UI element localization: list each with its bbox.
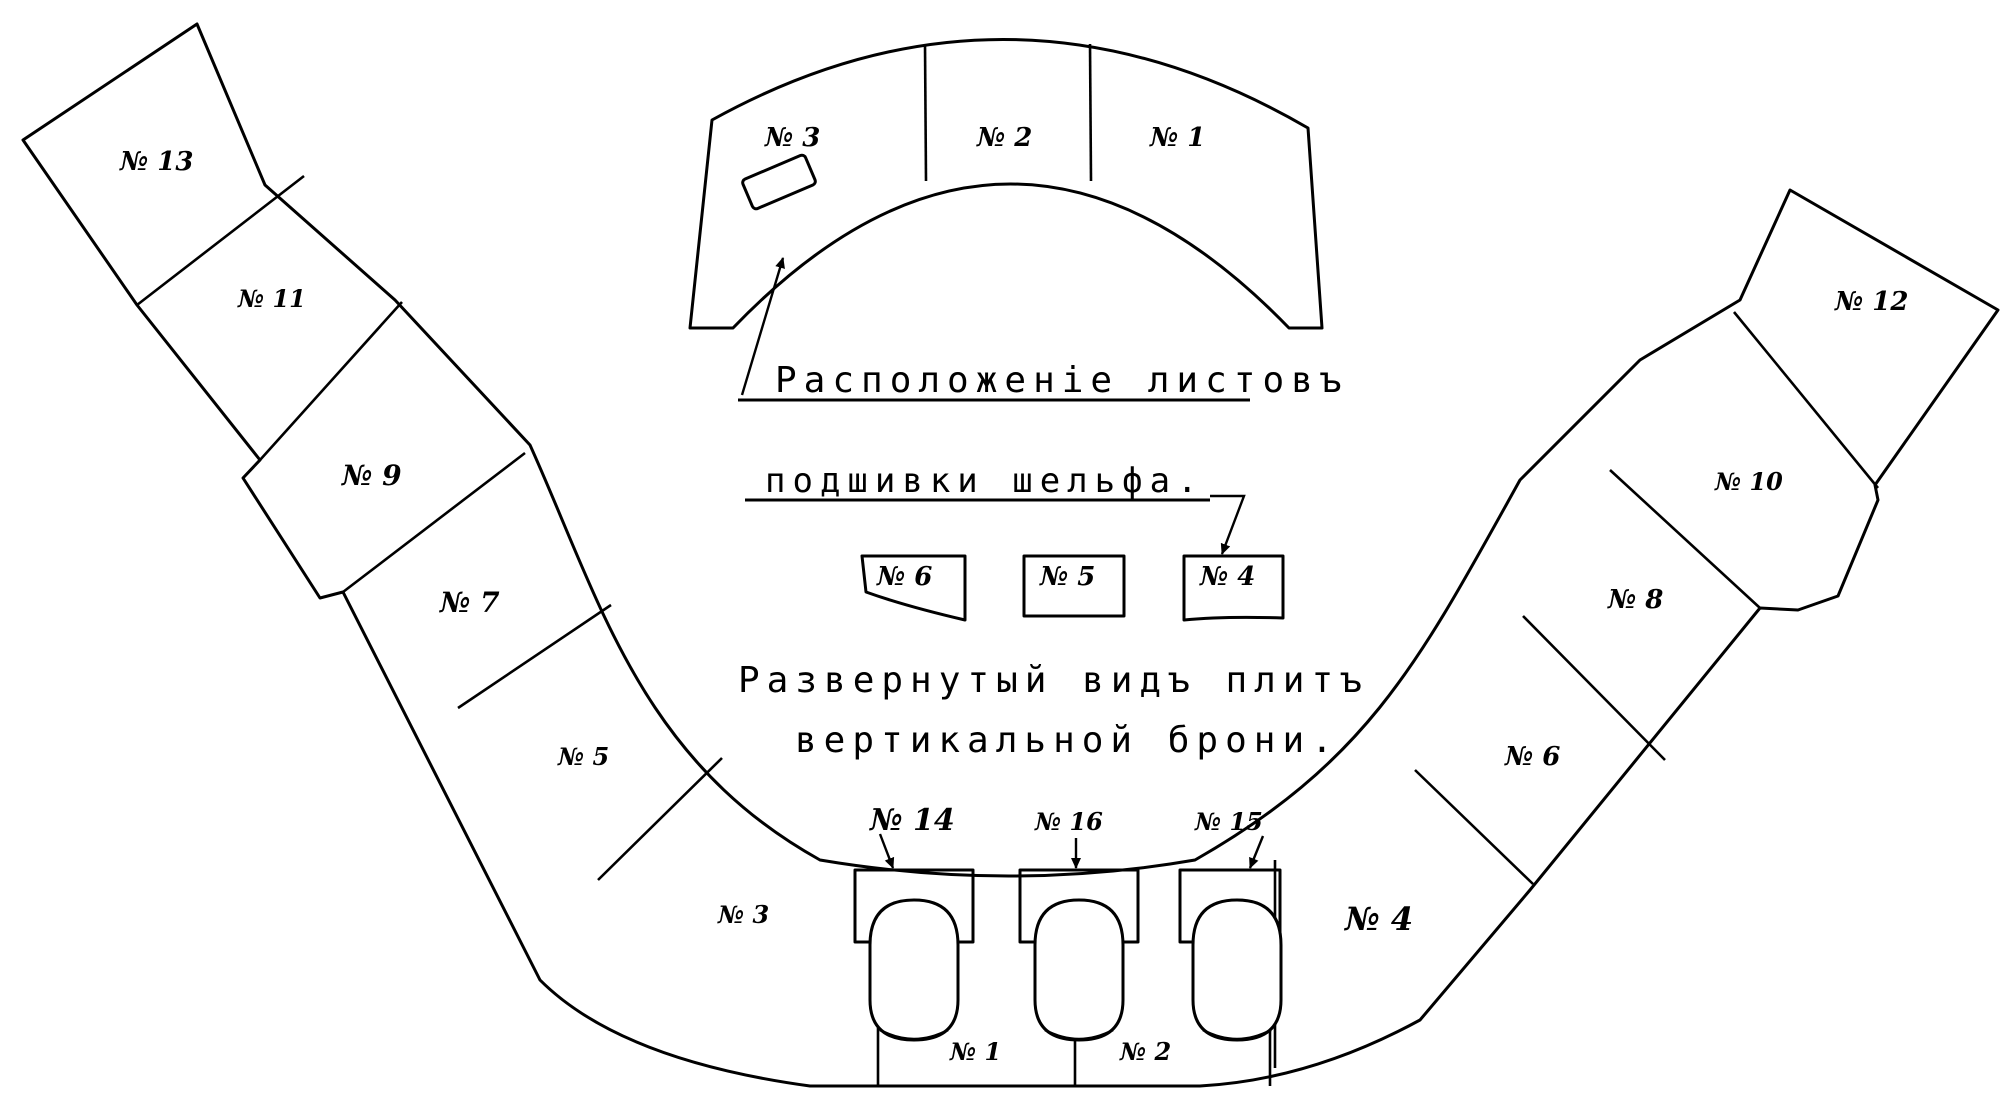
leader-15 (1248, 835, 1265, 869)
shelf-caption-leader (740, 257, 785, 396)
plate-label-3: № 3 (717, 900, 769, 929)
seam-7-5 (457, 603, 612, 710)
shelf-label-6: № 6 (876, 562, 932, 592)
shelf-seam-3-2 (923, 43, 928, 182)
plate-label-2: № 2 (1119, 1037, 1171, 1066)
shelf-label-1: № 1 (1149, 123, 1205, 153)
bore-16-lip (1044, 1028, 1114, 1041)
seam-13-11 (136, 174, 305, 307)
belt-outline (21, 22, 2000, 1088)
shelf-label-3: № 3 (764, 123, 820, 153)
armor-caption-line2: вертикальной брони. (795, 720, 1340, 761)
shelf-caption-leader-4 (1210, 494, 1246, 555)
plate-label-16: № 16 (1034, 807, 1103, 836)
plate-label-1: № 1 (949, 1037, 1001, 1066)
plate-label-14: № 14 (868, 803, 955, 838)
shelf-plate-5 (1022, 554, 1126, 618)
bore-15-lip (1202, 1028, 1272, 1041)
shelf-label-2: № 2 (976, 123, 1032, 153)
bore-16 (1033, 898, 1125, 1042)
plate-label-8: № 8 (1607, 585, 1663, 615)
plate-label-11: № 11 (237, 284, 306, 313)
plate-label-15: № 15 (1194, 807, 1263, 836)
shelf-caption-line2: подшивки шельфа. (765, 461, 1205, 501)
plate-label-9: № 9 (341, 459, 402, 492)
shelf-plate-4 (1182, 554, 1285, 622)
leader-14 (878, 833, 895, 869)
armor-caption: Развернутый видъ плитъ вертикальной брон… (738, 660, 1369, 761)
seam-11-9 (259, 301, 403, 461)
shelf-outline (688, 38, 1324, 330)
bore-14-lip (879, 1028, 949, 1041)
shelf-label-4: № 4 (1199, 562, 1255, 592)
seam-10-8 (1609, 469, 1761, 609)
plate-label-10: № 10 (1714, 467, 1783, 496)
bore-14 (868, 898, 960, 1042)
bore-15 (1191, 898, 1283, 1042)
plate-label-13: № 13 (119, 147, 194, 177)
shelf-detail-plates: № 6 № 5 № 4 (860, 554, 1285, 622)
shelf-caption-line1: Расположеніе листовъ (775, 360, 1348, 401)
plate-label-5: № 5 (557, 742, 609, 771)
shelf-label-5: № 5 (1039, 562, 1095, 592)
shelf-caption: Расположеніе листовъ подшивки шельфа. (738, 257, 1348, 555)
seam-6-4 (1414, 769, 1534, 885)
armor-caption-line1: Развернутый видъ плитъ (738, 660, 1369, 701)
shelf-hatch (741, 153, 817, 211)
shelf-seam-2-1 (1088, 43, 1093, 182)
seam-8-6 (1522, 615, 1666, 761)
shelf-plates: № 3 № 2 № 1 (688, 38, 1324, 330)
plate-label-6: № 6 (1504, 742, 1560, 772)
armor-belt: № 13 № 11 № 9 № 7 № 5 № 3 № 1 № 2 № 4 № … (21, 22, 2000, 1088)
seam-9-7 (342, 451, 526, 594)
plate-label-4: № 4 (1343, 900, 1413, 938)
plate-label-7: № 7 (439, 586, 500, 619)
shelf-plate-6 (860, 554, 967, 622)
seam-12-10 (1732, 311, 1880, 489)
plate-label-12: № 12 (1834, 287, 1909, 317)
seam-5-3 (597, 757, 723, 881)
